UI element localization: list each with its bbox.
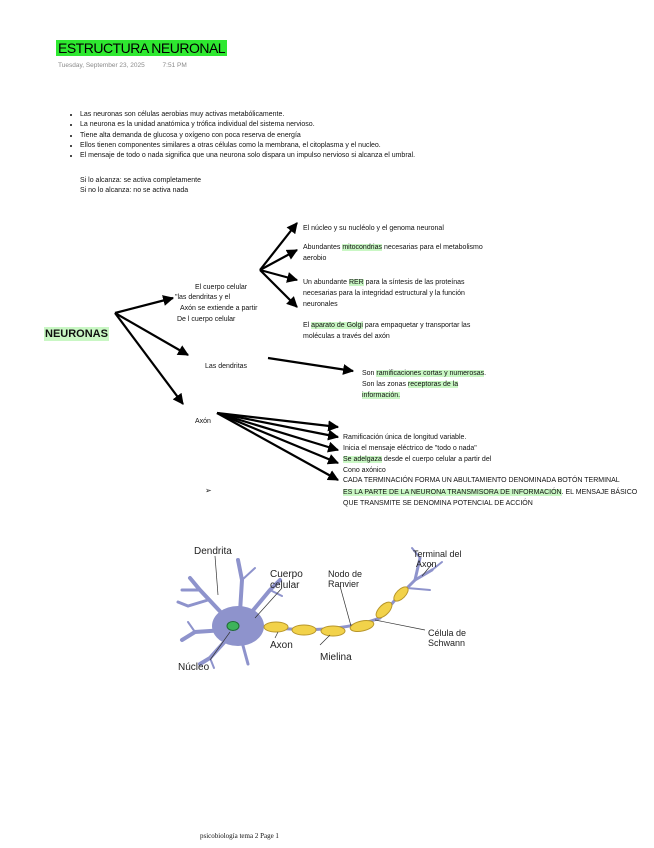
item-mitocondrias-line2: aerobio — [303, 255, 327, 262]
highlight-rer: RER — [348, 279, 364, 286]
text-segment: necesarias para el metabolismo — [382, 244, 483, 251]
highlight-ramificaciones: ramificaciones cortas y numerosas — [376, 370, 485, 377]
arrow-to-axon-item4 — [216, 411, 340, 465]
arrow-to-golgi — [259, 269, 298, 308]
axon-item-4: CADA TERMINACIÓN FORMA UN ABULTAMIENTO D… — [343, 477, 620, 484]
text-segment: Son las zonas — [362, 381, 408, 388]
label-nodo-1: Nodo de — [328, 569, 362, 579]
arrow-to-axon — [114, 312, 184, 405]
text-segment: . EL MENSAJE BÁSICO — [561, 489, 638, 496]
dendritas-label: Las dendritas — [205, 363, 248, 370]
axon-item-1: Ramificación única de longitud variable. — [343, 434, 467, 441]
cuerpo-label-2: "las dendritas y el — [175, 294, 231, 301]
highlight-adelgaza: Se adelgaza — [343, 456, 382, 463]
axon-item-4-line3: QUE TRANSMITE SE DENOMINA POTENCIAL DE A… — [343, 500, 533, 507]
text-segment: desde el cuerpo celular a partir del — [381, 456, 492, 463]
neuron-illustration: Dendrita Cuerpo celular Nodo de Ranvier … — [176, 546, 466, 673]
threshold-yes: Si lo alcanza: se activa completamente — [80, 177, 202, 184]
page-date: Tuesday, September 23, 2025 — [58, 62, 145, 69]
arrow-to-axon-item3 — [216, 411, 340, 453]
arrow-to-dendritas — [114, 312, 189, 356]
dendritas-zonas-line2: información. — [362, 391, 401, 402]
item-golgi: El aparato de Golgi para empaquetar y tr… — [303, 321, 470, 332]
arrow-to-mitocondrias — [259, 249, 298, 271]
arrow-to-axon-item5 — [216, 412, 339, 481]
axon-item-4-line2: ES LA PARTE DE LA NEURONA TRANSMISORA DE… — [343, 488, 637, 499]
label-dendrita: Dendrita — [194, 546, 232, 557]
label-terminal-2: Axon — [416, 559, 437, 569]
myelin-segment — [375, 601, 393, 619]
label-axon: Axon — [270, 640, 293, 651]
axon-label: Axón — [195, 418, 211, 425]
label-cuerpo-1: Cuerpo — [270, 569, 303, 580]
list-item: La neurona es la unidad anatómica y tróf… — [80, 120, 460, 130]
root-neuronas: NEURONAS — [44, 327, 109, 341]
dendritas-zonas: Son las zonas receptoras de la — [362, 380, 459, 391]
page-meta: Tuesday, September 23, 2025 7:51 PM — [58, 62, 203, 69]
myelin-segment — [320, 625, 346, 637]
highlight-transmisora: ES LA PARTE DE LA NEURONA TRANSMISORA DE… — [343, 489, 562, 496]
text-segment: Son — [362, 370, 377, 377]
text-segment: para la síntesis de las proteínas — [363, 279, 465, 286]
label-terminal-1: Terminal del — [413, 549, 462, 559]
item-rer-line3: neuronales — [303, 301, 338, 308]
highlight-receptoras: receptoras de la — [407, 381, 459, 388]
arrow-to-nucleo — [259, 222, 298, 271]
cuerpo-label-3: Axón se extiende a partir — [180, 305, 258, 312]
arrow-to-axon-item1 — [216, 411, 340, 432]
text-segment: Un abundante — [303, 279, 349, 286]
highlight-golgi: aparato de Golgi — [311, 322, 363, 329]
stray-arrow-bullet-icon: ➢ — [205, 486, 212, 495]
list-item: Las neuronas son células aerobias muy ac… — [80, 110, 460, 120]
item-golgi-line2: moléculas a través del axón — [303, 333, 390, 340]
dendritas-son: Son ramificaciones cortas y numerosas. — [362, 369, 486, 380]
item-mitocondrias: Abundantes mitocondrias necesarias para … — [303, 243, 483, 254]
myelin-segment — [291, 624, 317, 636]
label-cuerpo-2: celular — [270, 580, 300, 591]
label-celula-2: Schwann — [428, 638, 465, 648]
page-footer: psicobiología tema 2 Page 1 — [200, 832, 279, 840]
label-nodo-2: Ranvier — [328, 579, 359, 589]
axon-item-3: Se adelgaza desde el cuerpo celular a pa… — [343, 455, 491, 466]
intro-bullet-list: Las neuronas son células aerobias muy ac… — [70, 110, 460, 161]
list-item: Ellos tienen componentes similares a otr… — [80, 141, 460, 151]
highlight-informacion: información. — [362, 392, 401, 399]
arrow-to-rer — [259, 268, 299, 283]
arrow-to-cuerpo — [114, 295, 175, 315]
page-title: ESTRUCTURA NEURONAL — [56, 40, 228, 56]
highlight-mitocondrias: mitocondrias — [342, 244, 382, 251]
cuerpo-label-1: El cuerpo celular — [195, 284, 248, 291]
item-nucleo: El núcleo y su nucléolo y el genoma neur… — [303, 225, 444, 232]
nucleus-shape — [226, 621, 240, 631]
cuerpo-label-4: De l cuerpo celular — [177, 316, 236, 323]
list-item: Tiene alta demanda de glucosa y oxígeno … — [80, 131, 460, 141]
label-nucleo: Núcleo — [178, 662, 210, 673]
myelin-segment — [263, 621, 289, 633]
text-segment: El — [303, 322, 312, 329]
text-segment: Abundantes — [303, 244, 343, 251]
threshold-no: Si no lo alcanza: no se activa nada — [80, 187, 189, 194]
myelin-segment — [349, 620, 375, 632]
arrow-to-axon-item2 — [216, 411, 340, 441]
page-time: 7:51 PM — [162, 62, 187, 69]
text-segment: . — [484, 370, 487, 377]
axon-item-3-line2: Cono axónico — [343, 467, 386, 474]
label-mielina: Mielina — [320, 652, 352, 663]
myelin-segment — [393, 586, 409, 602]
text-segment: para empaquetar y transportar las — [362, 322, 471, 329]
arrow-to-dendritas-desc — [267, 356, 355, 375]
item-rer-line2: necesarias para la integridad estructura… — [303, 290, 465, 297]
item-rer: Un abundante RER para la síntesis de las… — [303, 278, 465, 289]
label-celula-1: Célula de — [428, 628, 466, 638]
axon-item-2: Inicia el mensaje eléctrico de "todo o n… — [343, 445, 477, 452]
list-item: El mensaje de todo o nada significa que … — [80, 151, 450, 161]
